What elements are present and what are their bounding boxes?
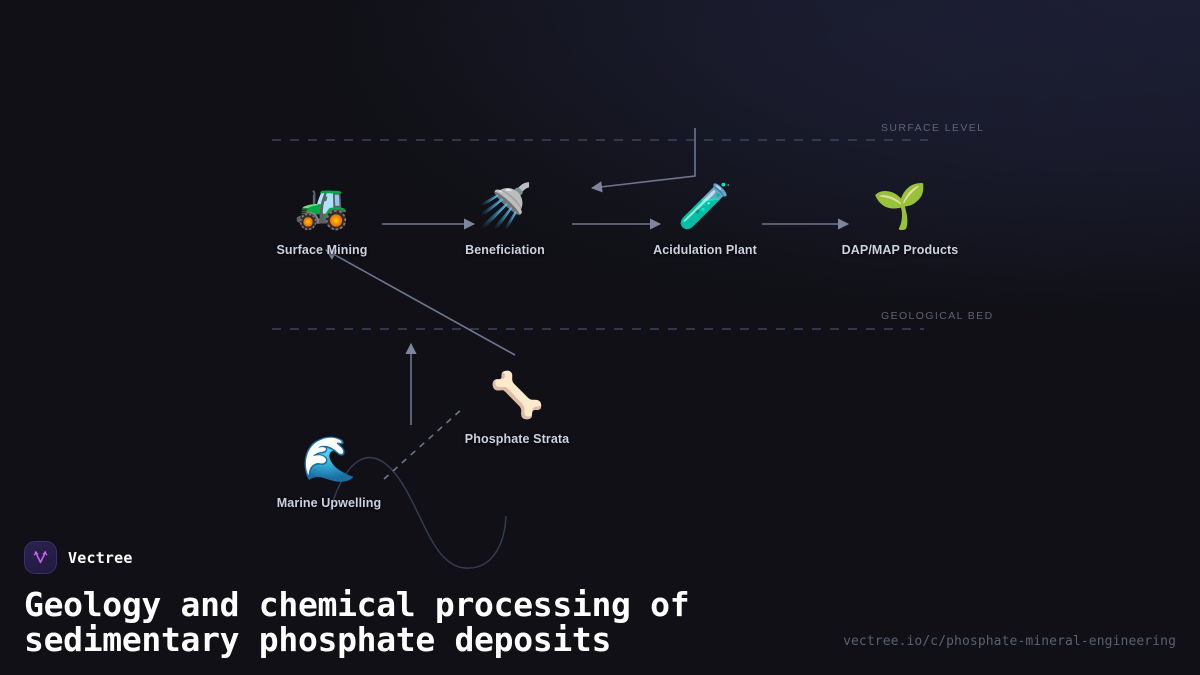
edge-surface-return-to-acidulation bbox=[590, 128, 696, 193]
node-label-acidulation-plant: Acidulation Plant bbox=[653, 243, 757, 257]
node-phosphate-strata[interactable]: 🦴 Phosphate Strata bbox=[427, 370, 607, 447]
shower-icon: 🚿 bbox=[477, 181, 533, 232]
brand: Vectree bbox=[24, 541, 1176, 575]
node-beneficiation[interactable]: 🚿 Beneficiation bbox=[415, 181, 595, 258]
bone-icon: 🦴 bbox=[489, 370, 545, 421]
band-label-geological: GEOLOGICAL BED bbox=[881, 310, 994, 322]
footer: Vectree Geology and chemical processing … bbox=[0, 541, 1200, 675]
node-acidulation-plant[interactable]: 🧪 Acidulation Plant bbox=[615, 181, 795, 258]
node-label-phosphate-strata: Phosphate Strata bbox=[464, 432, 570, 446]
node-label-beneficiation: Beneficiation bbox=[465, 243, 545, 257]
node-label-dap-map-products: DAP/MAP Products bbox=[841, 243, 959, 257]
ocean-wave-icon: 🌊 bbox=[301, 434, 357, 485]
node-label-surface-mining: Surface Mining bbox=[276, 243, 368, 257]
band-label-surface: SURFACE LEVEL bbox=[881, 122, 985, 134]
edge-upwelling-to-strata bbox=[383, 408, 463, 480]
tractor-icon: 🚜 bbox=[294, 181, 350, 232]
test-tube-icon: 🧪 bbox=[677, 181, 733, 232]
source-url: vectree.io/c/phosphate-mineral-engineeri… bbox=[843, 634, 1176, 649]
vectree-logo-icon bbox=[24, 541, 57, 575]
edge-strata-to-surface-mining bbox=[325, 249, 516, 356]
decorative-wave-curve bbox=[329, 456, 507, 569]
node-marine-upwelling[interactable]: 🌊 Marine Upwelling bbox=[239, 434, 419, 511]
node-surface-mining[interactable]: 🚜 Surface Mining bbox=[232, 181, 412, 258]
seedling-icon: 🌱 bbox=[872, 181, 928, 232]
brand-name: Vectree bbox=[68, 548, 133, 567]
node-label-marine-upwelling: Marine Upwelling bbox=[276, 496, 382, 510]
page-title: Geology and chemical processing of sedim… bbox=[24, 585, 690, 659]
node-dap-map-products[interactable]: 🌱 DAP/MAP Products bbox=[810, 181, 990, 258]
